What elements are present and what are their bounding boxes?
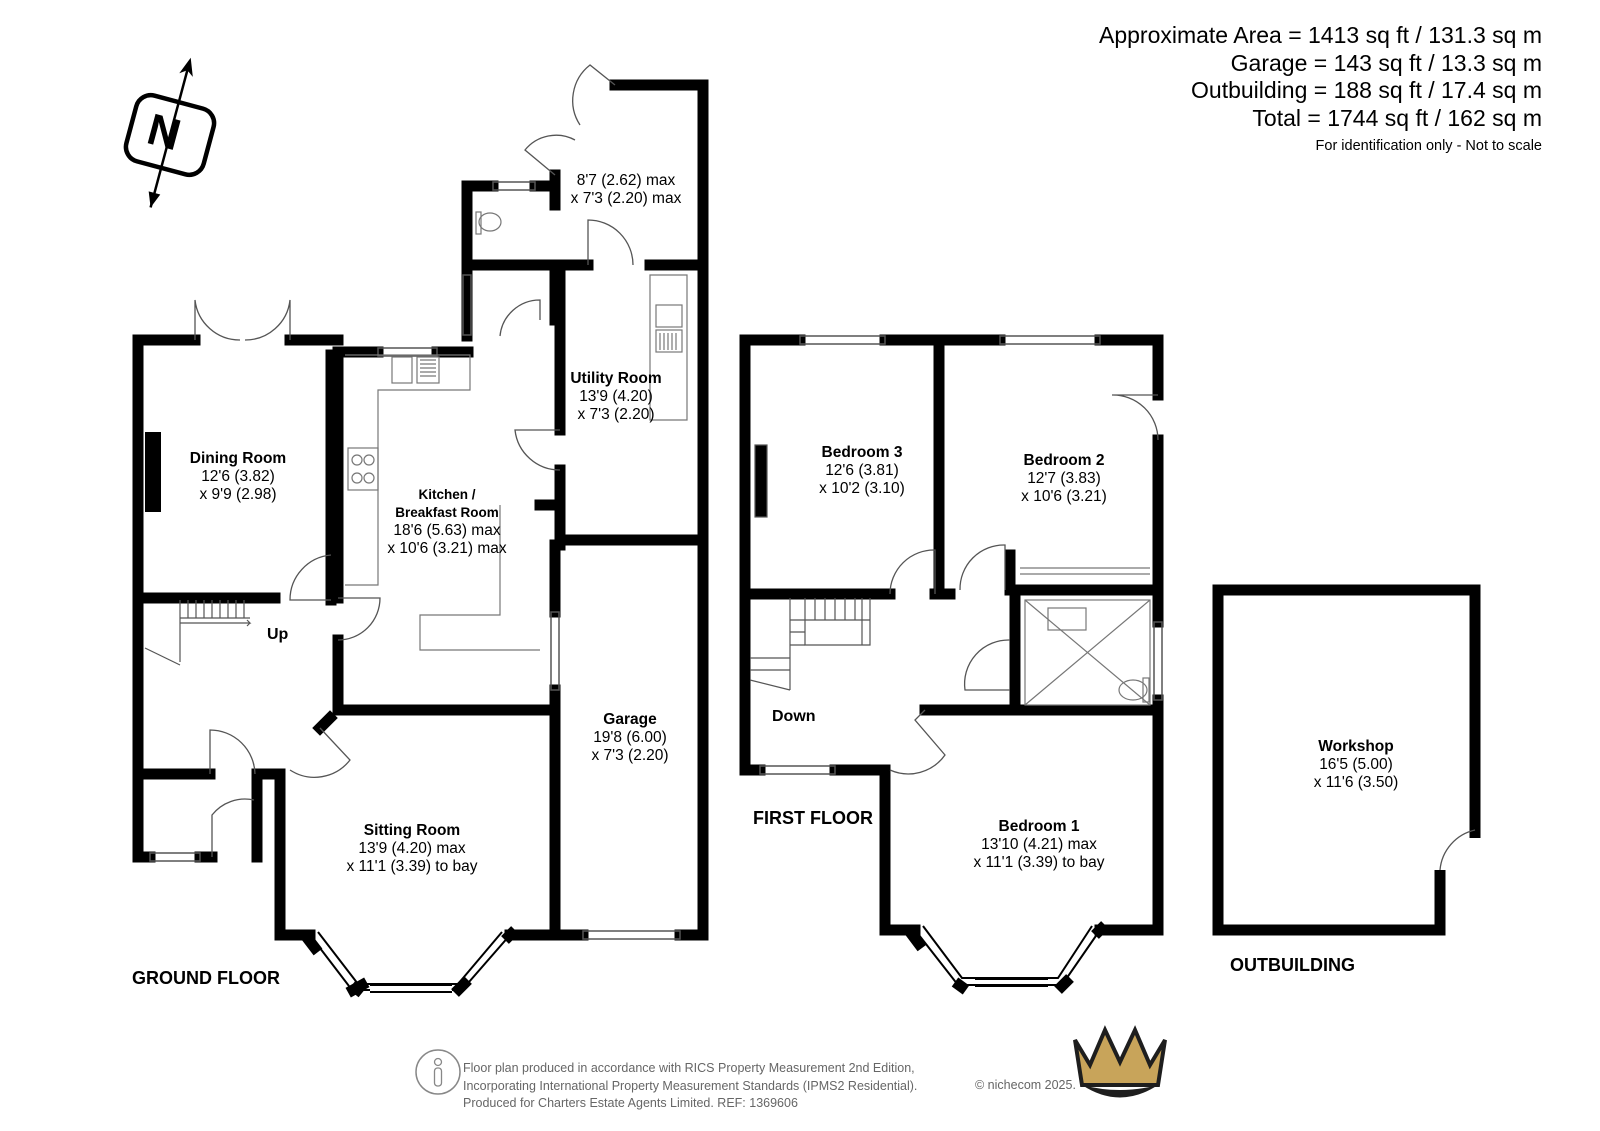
sitting-room-label: Sitting Room 13'9 (4.20) max x 11'1 (3.3… — [346, 822, 477, 876]
footer-legal: Floor plan produced in accordance with R… — [463, 1060, 917, 1113]
garage-dim2: x 7'3 (2.20) — [591, 747, 669, 764]
dining-fireplace — [145, 432, 161, 512]
bedroom1-dim1: 13'10 (4.21) max — [981, 836, 1097, 853]
bedroom1-dim2: x 11'1 (3.39) to bay — [973, 854, 1105, 871]
first-windows — [759, 335, 1163, 775]
workshop-dim1: 16'5 (5.00) — [1319, 756, 1393, 773]
store-dim1: 8'7 (2.62) max — [576, 172, 676, 189]
utility-dim1: 13'9 (4.20) — [579, 388, 653, 405]
north-compass-icon — [123, 57, 217, 208]
area-summary: Approximate Area = 1413 sq ft / 131.3 sq… — [1099, 22, 1542, 156]
sitting-name: Sitting Room — [363, 822, 461, 839]
kitchen-dim1: 18'6 (5.63) max — [393, 522, 501, 539]
kitchen-label: Kitchen / Breakfast Room 18'6 (5.63) max… — [387, 486, 506, 558]
bedroom2-name: Bedroom 2 — [1023, 452, 1105, 469]
bedroom3-dim2: x 10'2 (3.10) — [819, 480, 905, 497]
stairs-down-label: Down — [772, 708, 816, 725]
footer-line2: Incorporating International Property Mea… — [463, 1078, 918, 1093]
ground-bay-posts — [300, 926, 519, 998]
garage-name: Garage — [603, 711, 657, 728]
dining-room-label: Dining Room 12'6 (3.82) x 9'9 (2.98) — [190, 450, 286, 504]
total-area: Total = 1744 sq ft / 162 sq m — [1252, 104, 1542, 131]
utility-room-label: Utility Room 13'9 (4.20) x 7'3 (2.20) — [570, 370, 661, 424]
footer-line3: Produced for Charters Estate Agents Limi… — [463, 1096, 798, 1110]
bedroom3-label: Bedroom 3 12'6 (3.81) x 10'2 (3.10) — [819, 444, 905, 498]
ground-floor-walls — [132, 79, 709, 998]
footer-person-icon — [415, 1049, 461, 1095]
bedroom3-dim1: 12'6 (3.81) — [825, 462, 899, 479]
footer-copyright: © nichecom 2025. — [975, 1078, 1076, 1092]
first-stairs — [749, 444, 871, 691]
ensuite-fittings — [1020, 567, 1151, 706]
outbuilding-area: Outbuilding = 188 sq ft / 17.4 sq m — [1191, 77, 1542, 103]
workshop-door — [1439, 829, 1476, 871]
dining-dim1: 12'6 (3.82) — [201, 468, 275, 485]
workshop-name: Workshop — [1318, 738, 1394, 755]
stairs-up-label: Up — [267, 626, 289, 643]
workshop-dim2: x 11'6 (3.50) — [1313, 774, 1399, 791]
sitting-dim1: 13'9 (4.20) max — [358, 840, 466, 857]
bedroom1-label: Bedroom 1 13'10 (4.21) max x 11'1 (3.39)… — [973, 818, 1104, 872]
kitchen-dim2: x 10'6 (3.21) max — [387, 540, 507, 557]
sitting-dim2: x 11'1 (3.39) to bay — [346, 858, 478, 875]
ground-doors — [194, 64, 634, 857]
workshop-label: Workshop 16'5 (5.00) x 11'6 (3.50) — [1314, 738, 1399, 792]
first-floor-walls — [739, 334, 1164, 936]
bedroom3-name: Bedroom 3 — [821, 444, 903, 461]
ground-windows — [149, 181, 681, 940]
ground-floor-title: GROUND FLOOR — [132, 968, 280, 988]
charters-crown-logo — [1073, 1025, 1167, 1098]
bedroom2-label: Bedroom 2 12'7 (3.83) x 10'6 (3.21) — [1021, 452, 1107, 506]
first-floor-title: FIRST FLOOR — [753, 808, 873, 828]
first-bay-posts — [905, 921, 1109, 995]
kitchen-name1: Kitchen / — [418, 487, 476, 502]
approximate-area: Approximate Area = 1413 sq ft / 131.3 sq… — [1098, 22, 1542, 48]
store-dim2: x 7'3 (2.20) max — [570, 190, 682, 207]
kitchen-units — [345, 211, 688, 651]
kitchen-name2: Breakfast Room — [395, 505, 499, 520]
outbuilding-walls — [1212, 584, 1481, 936]
bedroom1-name: Bedroom 1 — [998, 818, 1080, 835]
dining-dim2: x 9'9 (2.98) — [199, 486, 277, 503]
bedroom2-dim2: x 10'6 (3.21) — [1021, 488, 1107, 505]
outbuilding-title: OUTBUILDING — [1230, 955, 1355, 975]
store-room-label: 8'7 (2.62) max x 7'3 (2.20) max — [571, 172, 682, 208]
garage-label: Garage 19'8 (6.00) x 7'3 (2.20) — [591, 711, 668, 765]
utility-name: Utility Room — [570, 370, 662, 387]
utility-dim2: x 7'3 (2.20) — [577, 406, 655, 423]
garage-area: Garage = 143 sq ft / 13.3 sq m — [1230, 49, 1542, 76]
first-doors — [889, 394, 1159, 775]
footer-line1: Floor plan produced in accordance with R… — [463, 1061, 915, 1075]
dining-name: Dining Room — [189, 450, 287, 467]
scale-note: For identification only - Not to scale — [1315, 138, 1542, 154]
ground-bay-window — [309, 931, 511, 993]
bedroom2-dim1: 12'7 (3.83) — [1027, 470, 1101, 487]
ground-stairs — [144, 600, 252, 666]
first-bay-window — [914, 925, 1101, 987]
garage-dim1: 19'8 (6.00) — [593, 729, 667, 746]
